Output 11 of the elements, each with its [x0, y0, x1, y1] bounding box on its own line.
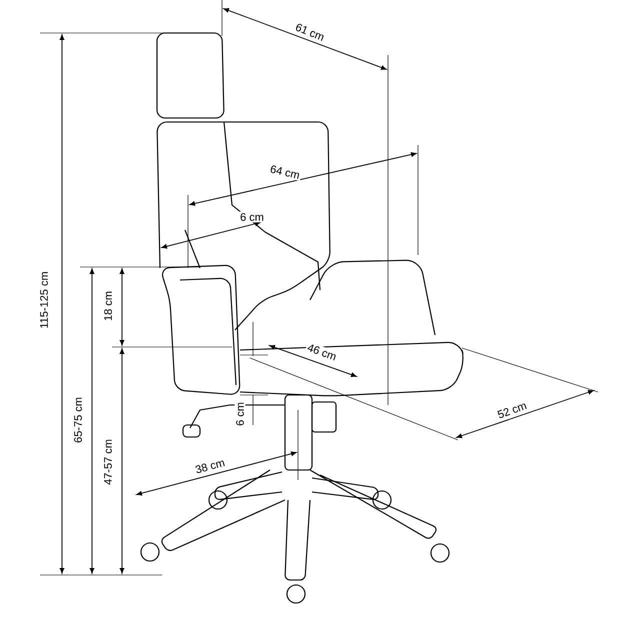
dimension-label: 61 cm — [292, 20, 328, 44]
dimension-label: 115-125 cm — [38, 270, 50, 330]
dimension-label: 38 cm — [192, 456, 228, 476]
dimension-label: 47-57 cm — [102, 438, 114, 486]
dimension-label: 64 cm — [268, 163, 302, 181]
dimension-label: 52 cm — [494, 399, 530, 421]
dimension-label: 6 cm — [234, 400, 246, 428]
dimension-label: 6 cm — [238, 212, 266, 222]
dimension-label: 65-75 cm — [72, 396, 84, 444]
dimension-label: 46 cm — [304, 341, 340, 363]
dimension-label: 18 cm — [102, 290, 114, 322]
